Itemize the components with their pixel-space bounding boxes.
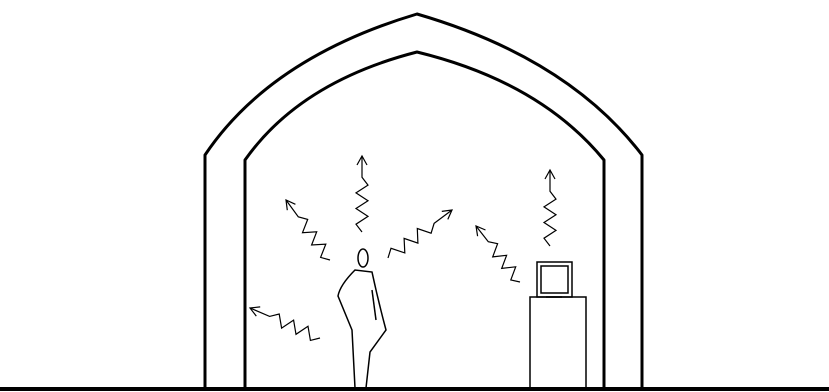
heat-wave-6 (542, 170, 558, 247)
heat-waves (248, 154, 558, 342)
heat-wave-arrowhead-6 (544, 168, 556, 180)
human-arm (371, 289, 377, 321)
heat-wave-arrowhead-1 (356, 154, 368, 166)
human-figure (337, 248, 387, 389)
human-body (337, 269, 387, 389)
heat-wave-4 (249, 307, 321, 342)
heat-wave-arrowhead-5 (475, 225, 486, 237)
heat-wave-2 (285, 199, 331, 261)
heat-wave-5 (475, 225, 521, 283)
desk (529, 296, 587, 389)
heat-wave-1 (354, 156, 370, 233)
computer-on-desk (529, 261, 587, 389)
dome-inner-wall (243, 50, 606, 388)
heat-wave-arrowhead-4 (248, 306, 261, 317)
dome-outer-wall (203, 12, 644, 388)
heat-wave-3 (387, 209, 453, 259)
monitor-screen (540, 265, 569, 294)
heat-wave-arrowhead-2 (285, 199, 296, 211)
monitor-outer (536, 261, 573, 298)
heat-wave-arrowhead-3 (441, 209, 453, 220)
human-head (357, 248, 369, 268)
